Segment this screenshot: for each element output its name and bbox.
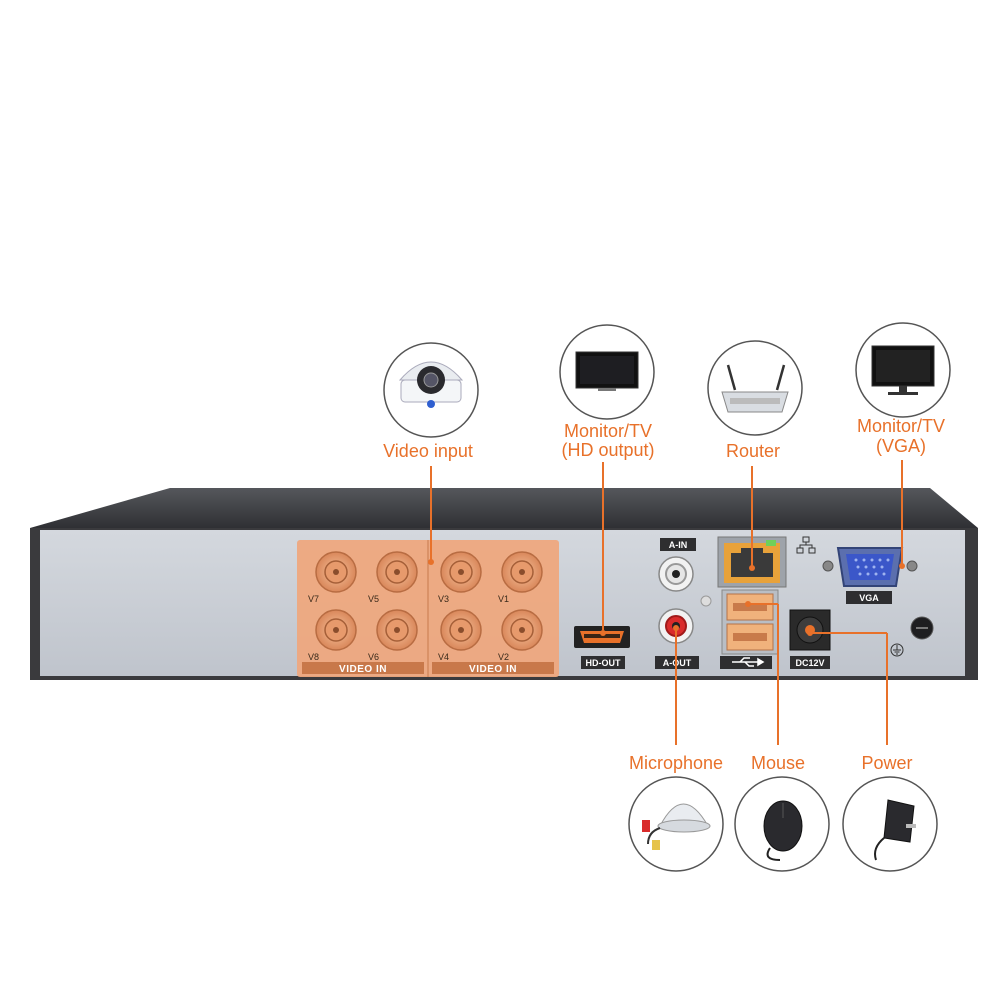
microphone-icon (642, 803, 711, 850)
vga-monitor-bubble (855, 322, 951, 418)
bnc-v2[interactable] (501, 609, 543, 651)
vga-port[interactable] (822, 547, 918, 587)
monitor-icon (871, 345, 935, 395)
connector-lines (430, 460, 903, 745)
power-adapter-icon (874, 799, 916, 861)
channel-label-v6: V6 (368, 652, 379, 662)
bnc-v8[interactable] (315, 609, 357, 651)
bnc-v5[interactable] (376, 551, 418, 593)
mouse-bubble (734, 776, 830, 872)
video-in-label-right: VIDEO IN (469, 664, 517, 675)
monitor-hd-label-line2: (HD output) (561, 440, 654, 460)
audio-in-port[interactable] (658, 556, 694, 592)
channel-label-v8: V8 (308, 652, 319, 662)
monitor-hd-label-line1: Monitor/TV (564, 421, 652, 441)
hd-out-label: HD-OUT (586, 658, 621, 668)
hdmi-port[interactable] (574, 626, 630, 648)
monitor-vga-label-line2: (VGA) (876, 436, 926, 456)
ground-icon (890, 643, 904, 657)
ground-screw (910, 616, 934, 640)
dc12v-label: DC12V (795, 658, 824, 668)
a-out-label: A-OUT (663, 658, 692, 668)
router-icon (721, 364, 789, 413)
bnc-v1[interactable] (501, 551, 543, 593)
network-icon (796, 536, 816, 554)
video-input-label: Video input (383, 441, 473, 461)
power-bubble (842, 776, 938, 872)
usb-icon (732, 657, 765, 667)
monitor-vga-label-line1: Monitor/TV (857, 416, 945, 436)
channel-label-v1: V1 (498, 594, 509, 604)
video-in-label-left: VIDEO IN (339, 664, 387, 675)
mouse-label: Mouse (751, 753, 805, 773)
power-label: Power (861, 753, 912, 773)
bnc-v3[interactable] (440, 551, 482, 593)
channel-label-v7: V7 (308, 594, 319, 604)
channel-label-v4: V4 (438, 652, 449, 662)
channel-label-v3: V3 (438, 594, 449, 604)
bnc-v4[interactable] (440, 609, 482, 651)
usb-ports[interactable] (721, 589, 779, 655)
dome-camera-icon (398, 361, 464, 408)
tv-icon (575, 351, 639, 391)
router-label: Router (726, 441, 780, 461)
video-in-block: V7 V5 V3 V1 V8 V6 V4 V2 VIDEO IN VIDEO I… (297, 540, 559, 677)
channel-label-v2: V2 (498, 652, 509, 662)
hd-monitor-bubble (559, 324, 655, 420)
microphone-label: Microphone (629, 753, 723, 773)
camera-bubble (383, 342, 479, 438)
channel-label-v5: V5 (368, 594, 379, 604)
dvr-top-cover (30, 488, 978, 528)
router-bubble (707, 340, 803, 436)
a-in-label: A-IN (669, 540, 688, 550)
microphone-bubble (628, 776, 724, 872)
mouse-icon (763, 800, 803, 861)
vga-label: VGA (859, 593, 879, 603)
bnc-v6[interactable] (376, 609, 418, 651)
bnc-v7[interactable] (315, 551, 357, 593)
